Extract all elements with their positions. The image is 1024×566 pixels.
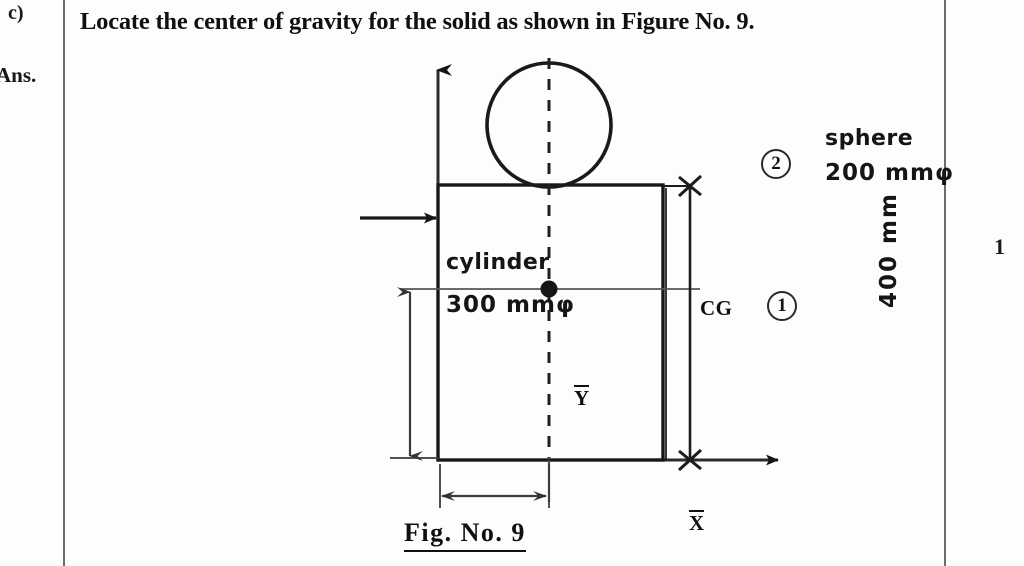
question-marker-letter: c) [8,2,24,24]
left-column-divider [63,0,65,566]
page-number: 1 [994,234,1005,259]
figure-drawing [360,58,779,508]
cylinder-label: cylinder [446,250,550,275]
sphere-label: sphere [825,126,914,151]
cg-point-marker [540,280,558,298]
balloon-number-sphere: 2 [761,149,791,179]
cg-label: CG [700,296,733,320]
cylinder-diameter-label: 300 mmφ [446,292,575,318]
answer-marker: Ans. [0,63,37,87]
ybar-label-text: Y [574,385,590,410]
figure-no-9: sphere 200 mmφ cylinder 300 mmφ 400 mm C… [200,40,953,534]
depth-dimension-label: 400 mm [876,192,902,308]
sphere-diameter-label: 200 mmφ [825,160,954,186]
xbar-label-text: X [689,510,705,535]
balloon-number-cylinder: 1 [767,291,797,321]
xbar-label: X [689,510,705,536]
ybar-label: Y [574,385,590,411]
question-heading: Locate the center of gravity for the sol… [80,8,755,35]
figure-caption: Fig. No. 9 [404,518,526,552]
right-column-divider [944,0,946,566]
depth-tick-bottom-cross [678,449,702,471]
